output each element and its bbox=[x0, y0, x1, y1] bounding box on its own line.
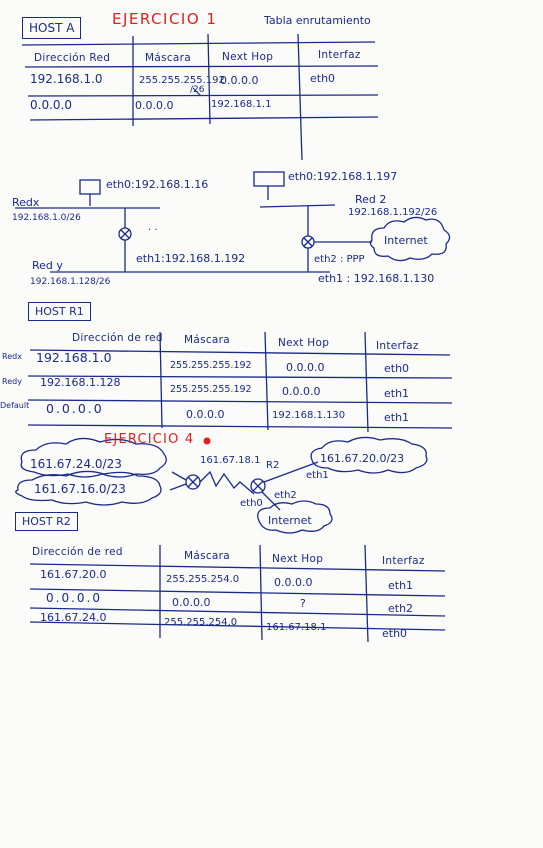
host-r1-r1-interface: eth0 bbox=[384, 362, 410, 375]
exercise-1-title: EJERCICIO 1 bbox=[112, 10, 218, 28]
routing-table-subtitle: Tabla enrutamiento bbox=[264, 14, 371, 27]
host-r1-header-network: Dirección de red bbox=[72, 332, 163, 344]
host-a-r1-network: 192.168.1.0 bbox=[30, 72, 103, 86]
host-r2-r1-nexthop: 0.0.0.0 bbox=[274, 576, 313, 589]
redy-ip: 192.168.1.128/26 bbox=[30, 277, 111, 287]
host-r2-r3-network: 161.67.24.0 bbox=[40, 611, 107, 624]
host-r2-r3-interface: eth0 bbox=[382, 627, 408, 640]
eth0-label-r2: eth0 bbox=[240, 498, 263, 509]
eth2-ppp-label: eth2 : PPP bbox=[314, 254, 365, 265]
host-r2-r2-interface: eth2 bbox=[388, 602, 414, 615]
internet-cloud-2: Internet bbox=[268, 514, 312, 527]
eth1-label-r: eth1 : 192.168.1.130 bbox=[318, 272, 435, 285]
host-r1-row-label-redx: Redx bbox=[2, 352, 22, 361]
host-r1-header-interface: Interfaz bbox=[376, 340, 419, 352]
cloud-161-67-24: 161.67.24.0/23 bbox=[30, 457, 122, 471]
host-r2-header-mask: Máscara bbox=[184, 550, 231, 562]
host-a-r2-mask: 0.0.0.0 bbox=[135, 99, 174, 112]
host-a-r1-mask: 255.255.255.192 bbox=[139, 75, 225, 86]
host-a-header-interface: Interfaz bbox=[318, 49, 361, 61]
host-r1-r2-interface: eth1 bbox=[384, 387, 410, 400]
host-a-header-nexthop: Next Hop bbox=[222, 51, 274, 63]
host-r2-r1-interface: eth1 bbox=[388, 579, 414, 592]
host-a-header-mask: Máscara bbox=[145, 52, 192, 64]
host-r1-r2-network: 192.168.1.128 bbox=[40, 376, 121, 389]
cloud-161-67-16: 161.67.16.0/23 bbox=[34, 482, 126, 496]
host-r2-r3-nexthop: 161.67.18.1 bbox=[266, 622, 327, 633]
host-r1-r3-network: 0.0.0.0 bbox=[46, 401, 104, 416]
host-r1-r3-nexthop: 192.168.1.130 bbox=[272, 410, 346, 421]
dots: . . bbox=[148, 222, 158, 233]
internet-cloud-1: Internet bbox=[384, 234, 428, 247]
eth2-label-r2: eth2 bbox=[274, 490, 297, 501]
cloud-161-67-20: 161.67.20.0/23 bbox=[320, 452, 405, 465]
host-a-r1-nexthop: 0.0.0.0 bbox=[220, 74, 259, 87]
host-a-r1-interface: eth0 bbox=[310, 72, 336, 85]
host-r2-r1-network: 161.67.20.0 bbox=[40, 568, 107, 581]
host-r1-r2-mask: 255.255.255.192 bbox=[170, 384, 252, 395]
redx-label: Redx bbox=[12, 196, 40, 209]
host-r1-r1-nexthop: 0.0.0.0 bbox=[286, 361, 325, 374]
red2-ip: 192.168.1.192/26 bbox=[348, 207, 438, 218]
host-a-mask-note: /26 bbox=[190, 85, 205, 95]
host-r1-r2-nexthop: 0.0.0.0 bbox=[282, 385, 321, 398]
r2-label: R2 bbox=[266, 460, 280, 471]
red2-label: Red 2 bbox=[355, 193, 387, 206]
host-r1-r3-interface: eth1 bbox=[384, 411, 410, 424]
eth1-label-r2: eth1 bbox=[306, 470, 329, 481]
host-r2-header-interface: Interfaz bbox=[382, 555, 425, 567]
host-r1-r3-mask: 0.0.0.0 bbox=[186, 408, 225, 421]
host-r2-header-network: Dirección de red bbox=[32, 546, 123, 558]
host-r2-r3-mask: 255.255.254.0 bbox=[164, 617, 238, 628]
eth1-label-a: eth1:192.168.1.192 bbox=[136, 252, 246, 265]
router-eth0-label: eth0:192.168.1.197 bbox=[288, 170, 398, 183]
host-a-r2-nexthop: 192.168.1.1 bbox=[211, 99, 272, 110]
host-a-eth0-label: eth0:192.168.1.16 bbox=[106, 178, 209, 191]
host-r1-row-label-default: Default bbox=[0, 401, 30, 410]
host-r2-label: HOST R2 bbox=[15, 512, 78, 531]
host-r1-header-nexthop: Next Hop bbox=[278, 337, 330, 349]
host-r2-r2-nexthop: ? bbox=[300, 597, 306, 610]
host-r2-r2-mask: 0.0.0.0 bbox=[172, 596, 211, 609]
host-r2-r2-network: 0.0.0.0 bbox=[46, 591, 102, 605]
host-a-r2-network: 0.0.0.0 bbox=[30, 98, 72, 112]
host-r1-header-mask: Máscara bbox=[184, 334, 231, 346]
exercise-4-title: EJERCICIO 4 bbox=[104, 432, 195, 447]
host-r2-header-nexthop: Next Hop bbox=[272, 553, 324, 565]
host-r2-r1-mask: 255.255.254.0 bbox=[166, 574, 240, 585]
host-r1-r1-network: 192.168.1.0 bbox=[36, 350, 112, 365]
redx-ip: 192.168.1.0/26 bbox=[12, 213, 81, 223]
host-r1-label: HOST R1 bbox=[28, 302, 91, 321]
host-r1-r1-mask: 255.255.255.192 bbox=[170, 360, 252, 371]
router-ip-label: 161.67.18.1 bbox=[200, 455, 261, 466]
redy-label: Red y bbox=[32, 259, 63, 272]
host-r1-row-label-redy: Redy bbox=[2, 377, 22, 386]
host-a-header-network: Dirección Red bbox=[34, 52, 111, 64]
host-a-label: HOST A bbox=[22, 17, 82, 39]
